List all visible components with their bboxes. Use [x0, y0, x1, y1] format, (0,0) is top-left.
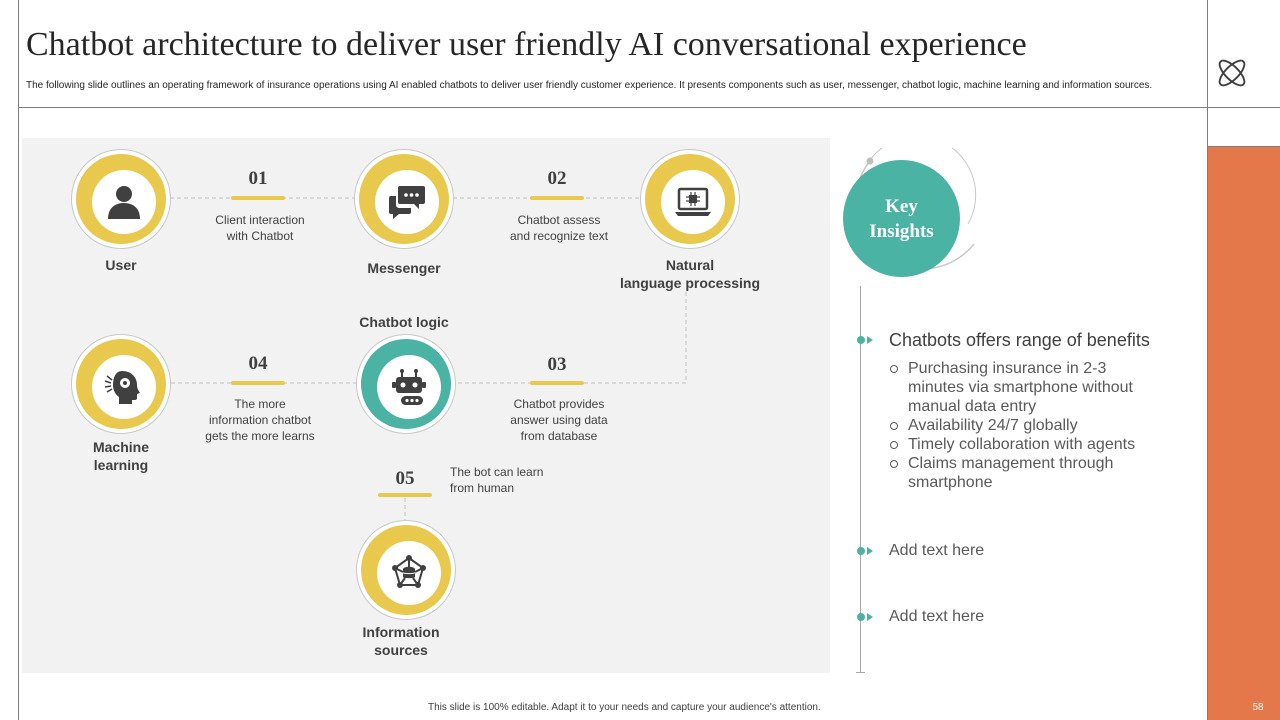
insights-timeline: [860, 286, 861, 673]
chat-bubbles-icon: [389, 186, 425, 219]
step-01-description: Client interaction with Chatbot: [180, 212, 340, 244]
step-05-description: The bot can learn from human: [450, 464, 543, 496]
insight-1-heading: Chatbots offers range of benefits: [889, 330, 1150, 350]
step-03-line1: Chatbot provides: [513, 397, 605, 411]
insight-2-text: Add text here: [889, 542, 985, 559]
insight-2-bullet-icon: [857, 547, 873, 555]
node-nlp: [640, 149, 740, 249]
user-icon: [108, 186, 140, 219]
insights-timeline-end: [856, 672, 865, 673]
step-02-number: 02: [547, 168, 567, 189]
atom-logo-icon: [1218, 59, 1246, 87]
step-04-line3: gets the more learns: [205, 429, 315, 443]
step-03-bar: [530, 381, 584, 385]
side-divider: [1207, 146, 1280, 147]
node-user: [71, 149, 171, 249]
frame-right-border: [1207, 0, 1208, 720]
step-05-number: 05: [395, 468, 415, 489]
step-01-bar: [231, 196, 285, 200]
insight-1-sub-item: Timely collaboration with agents: [889, 435, 1159, 454]
frame-left-border: [18, 0, 19, 720]
step-03-line2: answer using data: [510, 413, 608, 427]
node-information-sources-label-line1: Information: [362, 624, 440, 640]
key-insights-badge: Key Insights: [843, 160, 960, 277]
step-05-line2: from human: [450, 481, 515, 495]
insight-1-sub-item: Purchasing insurance in 2-3 minutes via …: [889, 359, 1159, 416]
node-nlp-label-line2: language processing: [619, 275, 761, 291]
key-insights-title-line1: Key: [885, 195, 918, 217]
node-machine-learning-label: Machine learning: [61, 438, 181, 474]
step-01-number: 01: [248, 168, 268, 189]
laptop-chip-icon: [675, 187, 711, 216]
step-02-bar: [530, 196, 584, 200]
page-subtitle: The following slide outlines an operatin…: [26, 80, 1153, 91]
header-divider: [18, 107, 1280, 108]
step-04-bar: [231, 381, 285, 385]
step-03-description: Chatbot provides answer using data from …: [479, 396, 639, 444]
head-brain-icon: [104, 371, 140, 404]
node-nlp-label-line1: Natural: [665, 257, 715, 273]
node-machine-learning: [71, 334, 171, 434]
insight-3-bullet-icon: [857, 613, 873, 621]
step-04-number: 04: [248, 353, 268, 374]
page-title: Chatbot architecture to deliver user fri…: [26, 26, 1027, 63]
footer-text: This slide is 100% editable. Adapt it to…: [428, 702, 821, 713]
robot-icon: [392, 369, 426, 405]
side-accent-bar: [1208, 147, 1280, 720]
node-machine-learning-label-line1: Machine: [92, 439, 149, 455]
node-information-sources: [356, 520, 456, 620]
node-messenger: [354, 149, 454, 249]
node-information-sources-label-line2: sources: [374, 642, 428, 658]
node-information-sources-label: Information sources: [341, 623, 461, 659]
insight-1-bullet-icon: [857, 336, 873, 344]
step-01-line1: Client interaction: [215, 213, 305, 227]
step-02-description: Chatbot assess and recognize text: [479, 212, 639, 244]
node-machine-learning-label-line2: learning: [93, 457, 149, 473]
step-05-line1: The bot can learn: [450, 465, 544, 479]
step-01-line2: with Chatbot: [226, 229, 294, 243]
node-chatbot-logic-label: Chatbot logic: [359, 314, 449, 330]
insight-1-sub-item: Claims management through smartphone: [889, 454, 1159, 492]
step-04-line2: information chatbot: [208, 413, 312, 427]
node-user-label: User: [105, 257, 137, 273]
step-02-line2: and recognize text: [509, 229, 609, 243]
network-database-icon: [392, 555, 426, 588]
step-04-description: The more information chatbot gets the mo…: [180, 396, 340, 444]
node-messenger-label: Messenger: [367, 260, 441, 276]
key-insights-title-line2: Insights: [869, 220, 934, 242]
step-03-number: 03: [547, 354, 567, 375]
page-number: 58: [1252, 702, 1264, 713]
step-05-bar: [378, 493, 432, 497]
insight-3-text: Add text here: [889, 608, 985, 625]
step-04-line1: The more: [234, 397, 286, 411]
insight-1-sub-item: Availability 24/7 globally: [889, 416, 1159, 435]
step-03-line3: from database: [520, 429, 598, 443]
step-02-line1: Chatbot assess: [517, 213, 601, 227]
node-chatbot-logic: [356, 334, 456, 434]
node-nlp-label: Natural language processing: [600, 256, 780, 292]
insight-1-sublist: Purchasing insurance in 2-3 minutes via …: [889, 359, 1159, 492]
